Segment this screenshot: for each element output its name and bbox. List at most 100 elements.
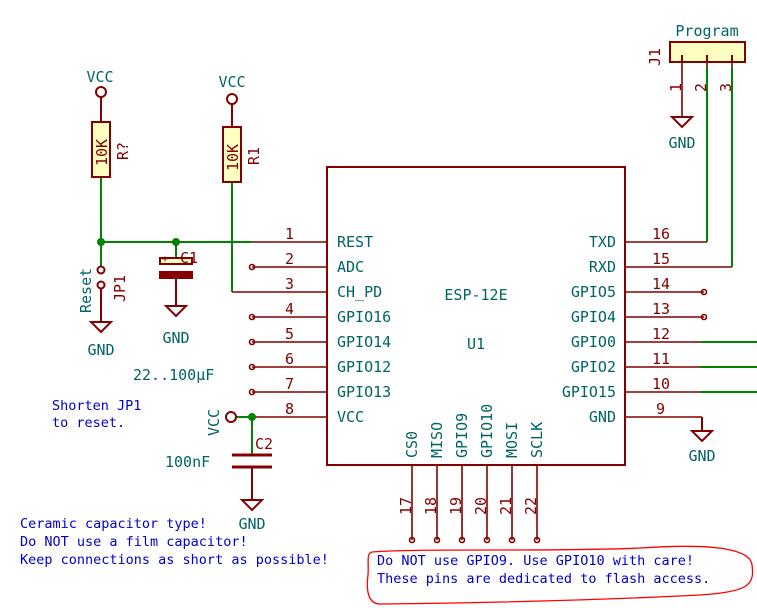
vcc-label-1: VCC: [86, 68, 113, 86]
gnd-label-c2: GND: [238, 515, 265, 533]
resistor-r-unknown-value: 10K: [93, 139, 111, 166]
pin-14-nc: [700, 288, 708, 296]
resistor-r1: [222, 126, 242, 183]
pin-10-num: 10: [652, 375, 670, 393]
junction-reset: [97, 238, 105, 246]
c2-ref: C2: [255, 435, 273, 453]
j1-pin2-num: 2: [692, 83, 710, 92]
pin-17-num: 17: [397, 497, 415, 515]
note-cap-line1: Ceramic capacitor type!: [20, 516, 207, 532]
gnd-symbol-c2: [239, 499, 265, 512]
pin-13-num: 13: [652, 300, 670, 318]
pin-20-nc: [483, 536, 491, 544]
c1-plate-top: [159, 257, 193, 265]
pin-19-nc: [458, 536, 466, 544]
gnd-label-j1: GND: [668, 134, 695, 152]
pin-2-nc: [248, 263, 256, 271]
gnd-label-c1: GND: [162, 329, 189, 347]
j1-title: Program: [675, 22, 738, 40]
pin-rxd-label: RXD: [589, 258, 616, 276]
resistor-r-unknown-ref: R?: [114, 142, 132, 160]
resistor-r1-ref: R1: [245, 147, 263, 165]
c1-plus-icon: +: [162, 254, 168, 265]
c2-value: 100nF: [165, 453, 210, 471]
gnd-symbol-j1: [669, 116, 695, 129]
pin-17-nc: [408, 536, 416, 544]
pin-22-num: 22: [522, 497, 540, 515]
pin-7-nc: [248, 388, 256, 396]
pin-22-nc: [533, 536, 541, 544]
pin-3-num: 3: [285, 275, 294, 293]
pin-txd-label: TXD: [589, 233, 616, 251]
pin-19-num: 19: [447, 497, 465, 515]
c1-ref: C1: [180, 249, 198, 267]
pin-12-num: 12: [652, 325, 670, 343]
pin-chpd-label: CH_PD: [337, 283, 382, 301]
pin-8-num: 8: [285, 400, 294, 418]
pin-5-nc: [248, 338, 256, 346]
pin-16-num: 16: [652, 225, 670, 243]
pin-18-num: 18: [422, 497, 440, 515]
pin-gpio13-label: GPIO13: [337, 383, 391, 401]
pin-adc-label: ADC: [337, 258, 364, 276]
vcc-label-3: VCC: [205, 409, 223, 436]
jp1-pad-top: [96, 265, 106, 275]
pin-9-num: 9: [656, 400, 665, 418]
jp1-pad-bottom: [96, 280, 106, 290]
junction-vcc: [248, 413, 256, 421]
pin-gpio12-label: GPIO12: [337, 358, 391, 376]
c1-plate-bottom: [159, 271, 193, 279]
junction-c1: [172, 238, 180, 246]
gnd-label-jp1: GND: [87, 341, 114, 359]
pin-4-num: 4: [285, 300, 294, 318]
pin-gpio9-label: GPIO9: [453, 413, 471, 458]
wire-reset-net: [100, 177, 252, 243]
gnd-symbol-jp1: [88, 321, 114, 334]
vcc-symbol-1: [95, 86, 107, 98]
pin-gpio10-label: GPIO10: [478, 404, 496, 458]
note-jp1-line2: to reset.: [52, 415, 125, 431]
gnd-symbol-pin9: [689, 430, 715, 443]
pin-mosi-label: MOSI: [503, 422, 521, 458]
pin-11-num: 11: [652, 350, 670, 368]
vcc-label-2: VCC: [218, 73, 245, 91]
pin-21-nc: [508, 536, 516, 544]
gnd-symbol-c1: [163, 305, 189, 318]
ic-name: ESP-12E: [444, 286, 507, 304]
note-flash-line1: Do NOT use GPIO9. Use GPIO10 with care!: [377, 553, 694, 569]
pin-21-num: 21: [497, 497, 515, 515]
pin-5-num: 5: [285, 325, 294, 343]
j1-pin3-num: 3: [717, 83, 735, 92]
ic-ref: U1: [467, 335, 485, 353]
gnd-label-pin9: GND: [688, 447, 715, 465]
pin-14-num: 14: [652, 275, 670, 293]
pin-vcc-label: VCC: [337, 408, 364, 426]
pin-gpio0-label: GPIO0: [571, 333, 616, 351]
pin-miso-label: MISO: [428, 422, 446, 458]
pin-6-nc: [248, 363, 256, 371]
jp1-ref: JP1: [111, 275, 129, 302]
note-jp1-line1: Shorten JP1: [52, 398, 141, 414]
vcc-symbol-2: [226, 93, 238, 105]
j1-ref: J1: [646, 48, 664, 66]
pin-gpio5-label: GPIO5: [571, 283, 616, 301]
pin-7-num: 7: [285, 375, 294, 393]
resistor-r-unknown: [91, 121, 111, 178]
flash-warning-outline: [366, 545, 754, 605]
note-cap-line2: Do NOT use a film capacitor!: [20, 534, 248, 550]
pin-rest-label: REST: [337, 233, 373, 251]
pin-15-num: 15: [652, 250, 670, 268]
vcc-symbol-3: [225, 411, 237, 423]
pin-18-nc: [433, 536, 441, 544]
pin-6-num: 6: [285, 350, 294, 368]
pin-1-num: 1: [285, 225, 294, 243]
pin-gpio15-label: GPIO15: [562, 383, 616, 401]
jp1-label: Reset: [77, 268, 95, 313]
pin-gnd-label: GND: [589, 408, 616, 426]
c1-value: 22..100µF: [133, 366, 214, 384]
pin-gpio2-label: GPIO2: [571, 358, 616, 376]
resistor-r1-value: 10K: [224, 144, 242, 171]
pin-gpio4-label: GPIO4: [571, 308, 616, 326]
pin-13-nc: [700, 313, 708, 321]
